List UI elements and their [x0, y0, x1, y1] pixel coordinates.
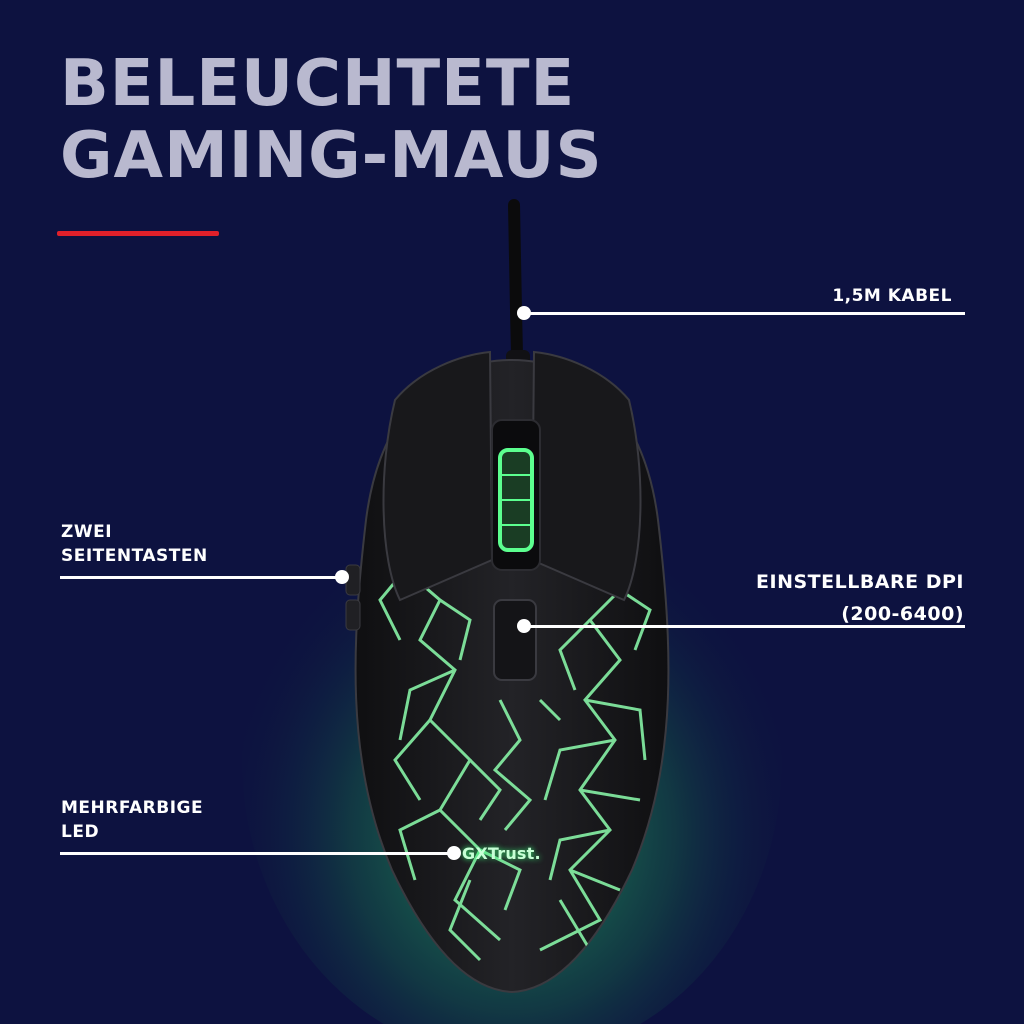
- callout-side-buttons-dot: [335, 570, 349, 584]
- callout-dpi-line-1: EINSTELLBARE DPI: [756, 571, 964, 593]
- callout-cable-label: 1,5M KABEL: [832, 284, 952, 308]
- callout-side-buttons-label: ZWEI SEITENTASTEN: [61, 520, 208, 568]
- callout-side-buttons-line-1: ZWEI: [61, 522, 113, 542]
- callout-cable-line: [524, 312, 965, 315]
- callout-led-label: MEHRFARBIGE LED: [61, 796, 203, 844]
- callout-led-line: [60, 852, 454, 855]
- callout-dpi-line: [524, 625, 965, 628]
- side-button-back: [345, 599, 361, 631]
- brand-logo: GXTrust.: [462, 844, 541, 863]
- accent-bar: [57, 231, 219, 236]
- callout-led-dot: [447, 846, 461, 860]
- callout-led-line-1: MEHRFARBIGE: [61, 798, 204, 818]
- callout-cable-text: 1,5M KABEL: [832, 286, 952, 306]
- left-mouse-button: [382, 350, 494, 602]
- callout-dpi-line-2: (200-6400): [841, 603, 964, 625]
- callout-side-buttons-line: [60, 576, 342, 579]
- callout-cable-dot: [517, 306, 531, 320]
- callout-dpi-dot: [517, 619, 531, 633]
- callout-side-buttons-line-2: SEITENTASTEN: [61, 546, 208, 566]
- callout-dpi-label: EINSTELLBARE DPI (200-6400): [756, 566, 964, 630]
- headline: BELEUCHTETE GAMING-MAUS: [60, 48, 603, 192]
- headline-line-2: GAMING-MAUS: [60, 119, 603, 193]
- right-mouse-button: [530, 350, 642, 602]
- headline-line-1: BELEUCHTETE: [60, 47, 576, 121]
- callout-led-line-2: LED: [61, 822, 100, 842]
- dpi-button: [493, 599, 537, 681]
